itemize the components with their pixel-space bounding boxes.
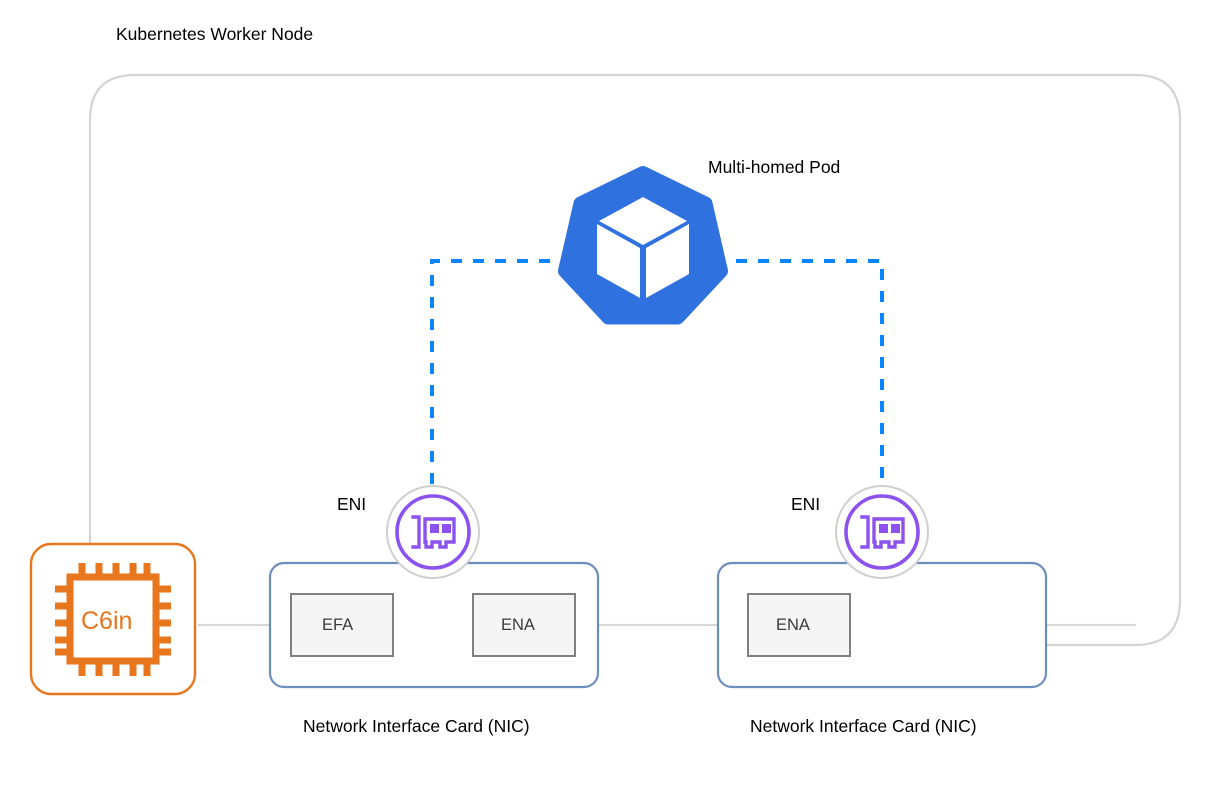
dashed-link-pod-to-eni-right — [714, 259, 884, 490]
eni-left-badge[interactable] — [386, 485, 480, 579]
dashed-link-pod-to-eni-left — [430, 259, 572, 490]
page-title: Kubernetes Worker Node — [116, 24, 314, 44]
nic-left-adapter-ena[interactable] — [472, 593, 576, 657]
network-interface-card-icon — [860, 515, 905, 549]
eni-right-label: ENI — [791, 494, 821, 514]
nic-left-adapter-ena-label: ENA — [501, 616, 535, 634]
kubernetes-cube — [597, 197, 689, 298]
nic-right-label: Network Interface Card (NIC) — [750, 716, 977, 736]
nic-left-adapter-efa-label: EFA — [322, 616, 354, 634]
kubernetes-logo-icon[interactable] — [558, 166, 728, 325]
nic-left-adapter-efa[interactable] — [290, 593, 394, 657]
network-interface-card-icon — [411, 515, 456, 549]
pod-label: Multi-homed Pod — [708, 157, 841, 177]
nic-right-adapter-ena-label: ENA — [776, 616, 810, 634]
worker-node-boundary — [88, 73, 1182, 647]
cpu-chip-icon — [55, 563, 171, 676]
nic-left-label: Network Interface Card (NIC) — [303, 716, 530, 736]
eni-right-badge[interactable] — [835, 485, 929, 579]
kubernetes-heptagon — [558, 166, 728, 325]
nic-right-adapter-ena[interactable] — [747, 593, 851, 657]
instance-chip[interactable] — [29, 542, 197, 696]
instance-chip-label: C6in — [81, 607, 133, 635]
eni-left-label: ENI — [337, 494, 367, 514]
